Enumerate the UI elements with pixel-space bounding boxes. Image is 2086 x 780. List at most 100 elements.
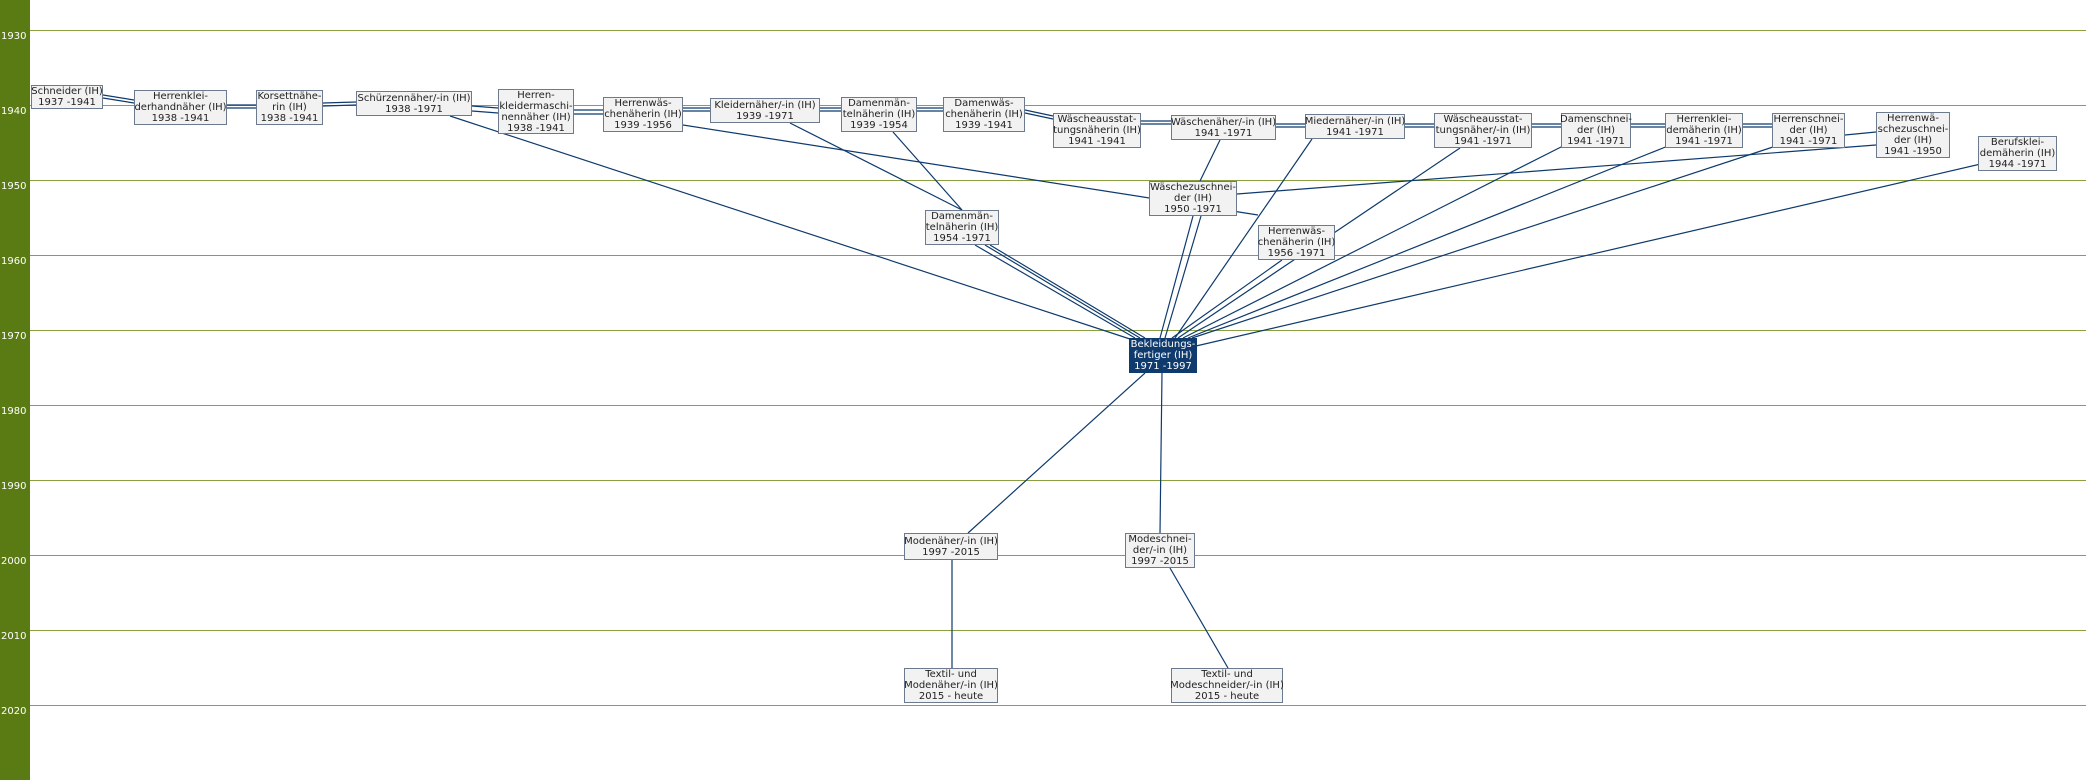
- node-label-line: Wäschezuschnei-: [1149, 182, 1237, 193]
- edge-line: [1169, 567, 1229, 669]
- edge-line: [1024, 109, 1054, 117]
- node-herrenschneider[interactable]: Herrenschnei-der (IH)1941 -1971: [1772, 113, 1845, 148]
- node-label-line: demäherin (IH): [1666, 125, 1742, 136]
- gridline: [30, 480, 2086, 481]
- node-label-line: 1950 -1971: [1164, 204, 1222, 215]
- node-herrenwaeschenaeherin-1956[interactable]: Herrenwäs-chenäherin (IH)1956 -1971: [1258, 225, 1335, 260]
- gridline: [30, 330, 2086, 331]
- node-label-line: Damenschnei-: [1560, 114, 1632, 125]
- node-label-line: Wäscheausstat-: [1057, 114, 1137, 125]
- node-label-line: derhandnäher (IH): [134, 102, 227, 113]
- node-label-line: telnäherin (IH): [842, 109, 916, 120]
- node-herrenkleidermaschinennaeher[interactable]: Herren-kleidermaschi-nennäher (IH)1938 -…: [498, 89, 574, 134]
- node-herrenkleiderhandnaeher[interactable]: Herrenklei-derhandnäher (IH)1938 -1941: [134, 90, 227, 125]
- node-waescheausstattungsnaeherin[interactable]: Wäscheausstat-tungsnäherin (IH)1941 -194…: [1053, 113, 1141, 148]
- edge-line: [102, 97, 135, 104]
- node-label-line: 1941 -1971: [1454, 136, 1512, 147]
- node-label-line: fertiger (IH): [1133, 350, 1193, 361]
- node-label-line: Modeschneider/-in (IH): [1170, 680, 1284, 691]
- node-miedernaeher[interactable]: Miedernäher/-in (IH)1941 -1971: [1305, 114, 1405, 139]
- gridline: [30, 630, 2086, 631]
- node-label-line: Damenmän-: [848, 98, 910, 109]
- node-label-line: 2015 - heute: [1194, 691, 1260, 702]
- node-label-line: 1938 -1941: [507, 122, 565, 134]
- node-label-line: Kleidernäher/-in (IH): [714, 99, 816, 111]
- node-label-line: der (IH): [1789, 125, 1828, 136]
- year-label: 1950: [1, 181, 27, 192]
- edge-line: [1236, 144, 1877, 195]
- node-damenmaentelnaeherin-1939[interactable]: Damenmän-telnäherin (IH)1939 -1954: [841, 97, 917, 132]
- node-label-line: Textil- und: [925, 669, 977, 680]
- node-label-line: 1938 -1941: [151, 113, 210, 124]
- node-damenschneider[interactable]: Damenschnei-der (IH)1941 -1971: [1560, 113, 1632, 148]
- node-label-line: Herrenwäs-: [1267, 226, 1326, 237]
- node-label-line: Schneider (IH): [31, 86, 103, 97]
- edge-line: [892, 131, 963, 211]
- node-label-line: nennäher (IH): [501, 111, 571, 123]
- node-label-line: 1938 -1971: [385, 103, 443, 115]
- node-label-line: Damenmän-: [931, 211, 993, 222]
- node-label-line: Berufsklei-: [1990, 137, 2045, 148]
- node-label-line: Modeschnei-: [1128, 534, 1192, 545]
- edge-line: [1174, 138, 1313, 339]
- edge-line: [967, 372, 1146, 534]
- edge-line: [1164, 215, 1202, 339]
- node-modeschneider[interactable]: Modeschnei-der/-in (IH)1997 -2015: [1125, 533, 1195, 568]
- node-damenwaeschenaeherin[interactable]: Damenwäs-chenäherin (IH)1939 -1941: [943, 97, 1025, 132]
- node-label-line: 1997 -2015: [1131, 556, 1189, 567]
- node-waeschenaeher[interactable]: Wäschenäher/-in (IH)1941 -1971: [1171, 115, 1276, 140]
- node-label-line: 1956 -1971: [1267, 248, 1326, 259]
- node-herrenwaeschenaeherin-1939[interactable]: Herrenwäs-chenäherin (IH)1939 -1956: [603, 97, 683, 132]
- node-label-line: Korsettnähe-: [257, 91, 322, 102]
- edge-line: [1182, 145, 1564, 339]
- node-modenaeher[interactable]: Modenäher/-in (IH)1997 -2015: [904, 533, 998, 560]
- node-waescheausstattungsnaeher[interactable]: Wäscheausstat-tungsnäher/-in (IH)1941 -1…: [1434, 113, 1532, 148]
- edge-line: [1844, 131, 1877, 136]
- edge-line: [1199, 139, 1221, 182]
- node-label-line: Modenäher/-in (IH): [904, 535, 998, 547]
- node-label-line: 1971 -1997: [1134, 361, 1192, 372]
- node-label-line: Bekleidungs-: [1130, 339, 1196, 350]
- edge-line: [322, 101, 357, 104]
- edge-line: [1159, 215, 1194, 339]
- node-label-line: Textil- und: [1201, 669, 1253, 680]
- edge-line: [1024, 112, 1054, 120]
- node-schuerzennaeher[interactable]: Schürzennäher/-in (IH)1938 -1971: [356, 91, 472, 116]
- node-label-line: 1939 -1971: [736, 110, 794, 122]
- node-label-line: Herrenwäs-: [614, 98, 672, 109]
- year-label: 1960: [1, 256, 27, 267]
- node-waeschezuschneider[interactable]: Wäschezuschnei-der (IH)1950 -1971: [1149, 181, 1237, 216]
- node-label-line: 1941 -1971: [1675, 136, 1733, 147]
- node-label-line: 1938 -1941: [260, 113, 319, 124]
- year-label: 2000: [1, 556, 27, 567]
- node-kleidernaeher[interactable]: Kleidernäher/-in (IH)1939 -1971: [710, 98, 820, 123]
- edge-line: [989, 244, 1146, 339]
- node-herrenkleidernaeherin[interactable]: Herrenklei-demäherin (IH)1941 -1971: [1665, 113, 1743, 148]
- year-label: 2020: [1, 706, 27, 717]
- node-label-line: 1944 -1971: [1988, 159, 2047, 170]
- node-berufskleidernaeherin[interactable]: Berufsklei-demäherin (IH)1944 -1971: [1978, 136, 2057, 171]
- edge-line: [449, 115, 1134, 341]
- edge-line: [789, 122, 963, 211]
- node-label-line: chenäherin (IH): [604, 109, 682, 120]
- edge-line: [1171, 259, 1283, 339]
- edge-line: [471, 110, 499, 114]
- node-schneider[interactable]: Schneider (IH)1937 -1941: [31, 85, 103, 109]
- node-herrenwaeschezuschneider[interactable]: Herrenwä-schezuschnei-der (IH)1941 -1950: [1876, 112, 1950, 158]
- year-label: 1930: [1, 31, 27, 42]
- edge-line: [1191, 145, 1777, 339]
- year-label: 1940: [1, 106, 27, 117]
- node-label-line: 1954 -1971: [933, 233, 991, 244]
- year-label: 1980: [1, 406, 27, 417]
- node-label-line: Schürzennäher/-in (IH): [357, 92, 471, 104]
- gridline: [30, 555, 2086, 556]
- node-label-line: telnäherin (IH): [925, 222, 999, 233]
- node-label-line: Herrenklei-: [1676, 114, 1732, 125]
- node-damenmaentelnaeherin-1954[interactable]: Damenmän-telnäherin (IH)1954 -1971: [925, 210, 999, 245]
- node-bekleidungsfertiger[interactable]: Bekleidungs-fertiger (IH)1971 -1997: [1129, 338, 1197, 373]
- node-korsettnaeherin[interactable]: Korsettnähe-rin (IH)1938 -1941: [256, 90, 323, 125]
- node-label-line: 1941 -1971: [1779, 136, 1838, 147]
